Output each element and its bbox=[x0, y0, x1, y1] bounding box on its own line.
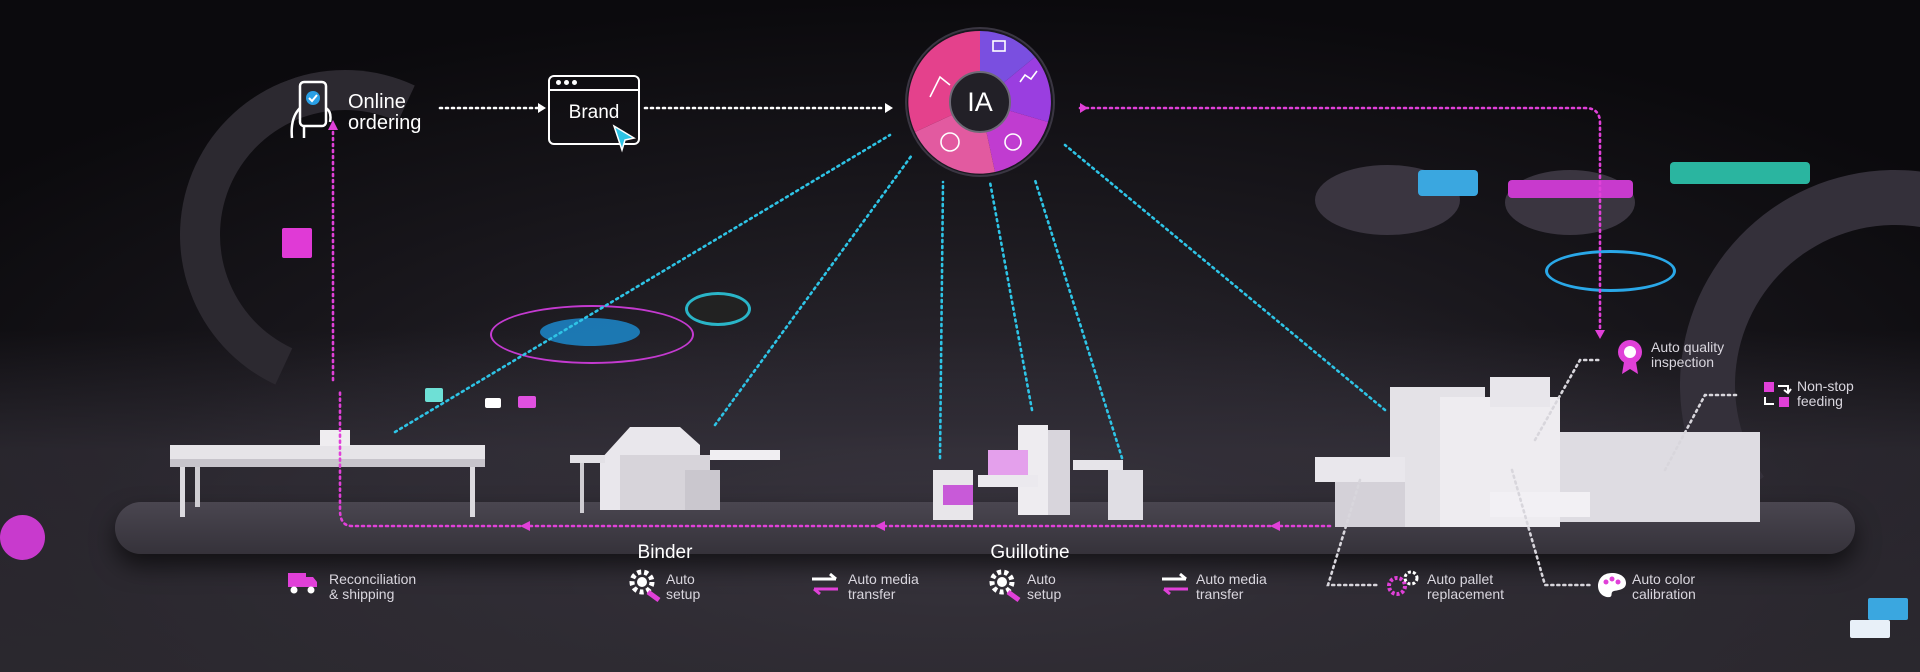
arrowhead-press bbox=[1595, 330, 1605, 339]
hub-to-guillotine-c-line bbox=[1033, 178, 1124, 460]
feeding-callout-line bbox=[1663, 393, 1742, 472]
brand-browser-window: Brand bbox=[548, 75, 640, 145]
cursor-icon bbox=[612, 124, 636, 153]
decorative-cube-a bbox=[425, 388, 443, 402]
phone-hand-icon bbox=[290, 80, 332, 139]
delivery-truck-icon bbox=[288, 573, 317, 594]
step-reconciliation-label: Reconciliation& shipping bbox=[329, 571, 417, 602]
hub-label: IA bbox=[967, 87, 993, 117]
color-callout-line bbox=[1510, 468, 1592, 587]
non-stop-feeding-icon bbox=[1764, 382, 1792, 407]
arrowhead-hub bbox=[885, 103, 893, 113]
arrowhead-mid-c bbox=[1270, 521, 1280, 531]
arrowhead-order bbox=[328, 120, 338, 130]
quality-badge-icon bbox=[1618, 340, 1642, 374]
search-icon bbox=[1004, 133, 1022, 151]
chart-icon bbox=[1019, 70, 1038, 83]
gear-wrench-icon bbox=[629, 569, 661, 602]
guillotine-label: Guillotine bbox=[990, 542, 1070, 563]
arrowhead-brand bbox=[538, 103, 546, 113]
decorative-block-blue bbox=[1418, 170, 1478, 196]
reconciliation-table bbox=[170, 430, 485, 517]
decorative-block-magenta bbox=[1508, 180, 1633, 198]
brand-label: Brand bbox=[568, 102, 620, 123]
online-ordering-label: Online ordering bbox=[348, 91, 422, 134]
decorative-roll-left bbox=[0, 515, 45, 560]
decorative-ring-left bbox=[490, 305, 694, 364]
arrowhead-mid-a bbox=[520, 521, 530, 531]
decorative-ring-left-inner bbox=[540, 318, 640, 346]
ia-hub: IA bbox=[905, 27, 1055, 177]
color-palette-icon bbox=[1598, 573, 1626, 598]
press-machine bbox=[1315, 377, 1760, 527]
pallet-callout-line bbox=[1326, 478, 1382, 587]
transfer-arrows-icon bbox=[812, 572, 838, 596]
transfer-arrows-icon-2 bbox=[1162, 572, 1188, 596]
decorative-ring-right bbox=[1545, 250, 1676, 292]
arrowhead-mid-b bbox=[875, 521, 885, 531]
gear-wrench-icon-2 bbox=[989, 569, 1021, 602]
hub-to-press-line bbox=[1078, 106, 1602, 332]
decorative-cube-d bbox=[1850, 620, 1890, 638]
decorative-block-teal bbox=[1670, 162, 1810, 184]
quality-callout-line bbox=[1533, 358, 1602, 442]
arrowhead-return bbox=[1080, 103, 1088, 113]
decorative-box-magenta bbox=[282, 228, 312, 258]
decorative-cube-e bbox=[1868, 598, 1908, 620]
decorative-disc-c bbox=[685, 292, 751, 326]
hub-to-binder-line bbox=[713, 153, 914, 427]
binder-label: Binder bbox=[637, 542, 693, 563]
workflow-icon bbox=[992, 40, 1006, 52]
guillotine-machine bbox=[933, 425, 1143, 520]
robot-arm-icon bbox=[929, 75, 951, 98]
hub-to-press-link-line bbox=[1063, 143, 1387, 412]
gears-icon bbox=[1387, 570, 1419, 596]
hub-to-guillotine-b-line bbox=[988, 180, 1034, 412]
decorative-cube-c bbox=[518, 396, 536, 408]
hub-to-table-line bbox=[393, 133, 892, 434]
production-return-line bbox=[338, 388, 1332, 528]
hub-to-guillotine-a-line bbox=[938, 180, 945, 460]
cycle-icon bbox=[940, 132, 960, 152]
binder-machine bbox=[570, 427, 780, 513]
decorative-cube-b bbox=[485, 398, 501, 408]
